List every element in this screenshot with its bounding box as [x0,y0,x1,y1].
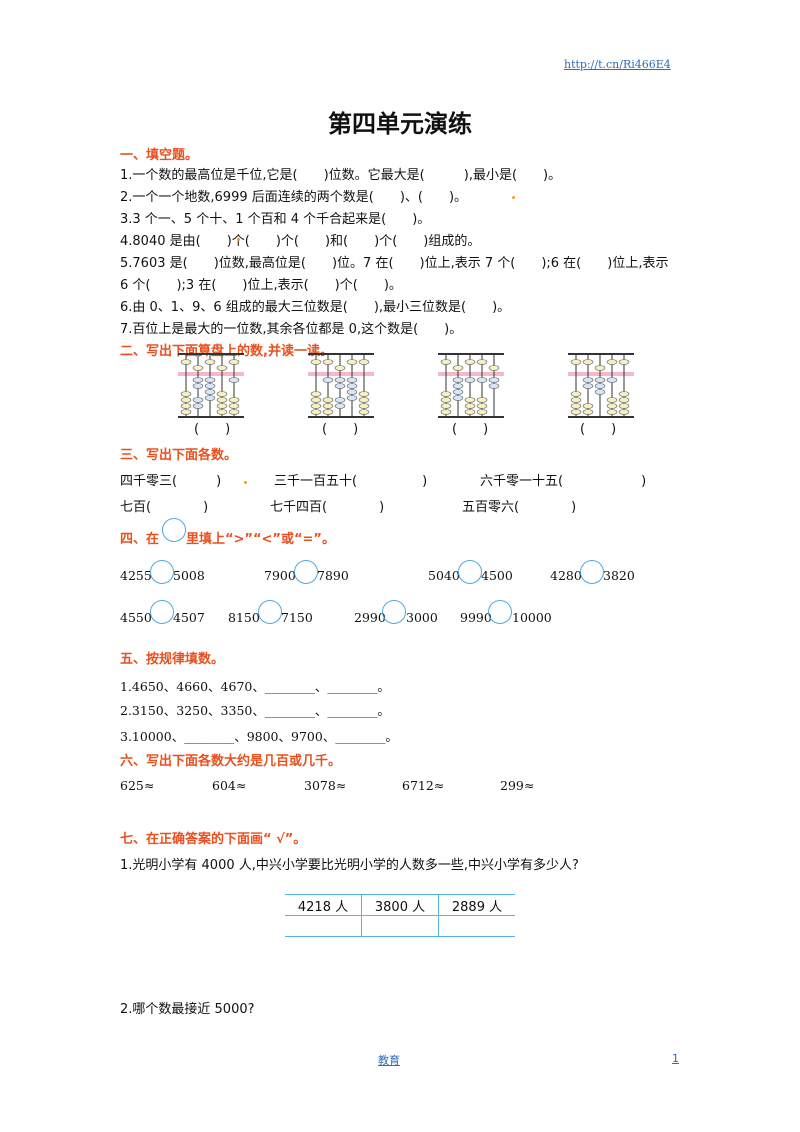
compare-right: 5008 [173,568,205,583]
compare-left: 4255 [120,568,152,583]
question-1-4: 4.8040 是由( )个( )个( )和( )个( )组成的。 [120,234,481,249]
estimate-item: 604≈ [212,778,247,793]
question-1-5b: 6 个( );3 在( )位上,表示( )个( )。 [120,278,402,293]
compare-circle[interactable] [382,600,406,624]
section-6-heading: 六、写出下面各数大约是几百或几千。 [120,754,342,769]
number-item: 七百( ) [120,500,209,515]
compare-right: 3000 [406,610,438,625]
compare-right: 7890 [317,568,349,583]
number-item: 四千零三( ) [120,474,222,489]
abacus-2-icon [308,353,374,418]
compare-circle[interactable] [150,600,174,624]
abacus-1-icon [178,353,244,418]
check-cell[interactable] [361,915,439,937]
option-cell: 3800 人 [361,894,439,916]
number-item: 三千一百五十( ) [274,474,428,489]
compare-circle[interactable] [488,600,512,624]
option-cell: 4218 人 [285,894,362,916]
section-4-heading-start: 四、在 [120,532,160,547]
question-1-7: 7.百位上是最大的一位数,其余各位都是 0,这个数是( )。 [120,322,463,337]
number-item: 七千四百( ) [270,500,385,515]
estimate-item: 6712≈ [402,778,445,793]
abacus-3-icon [438,353,504,418]
section-4-heading-end: 里填上“>”“<”或“=”。 [186,532,335,547]
question-1-2: 2.一个一个地数,6999 后面连续的两个数是( )、( )。 [120,190,468,205]
compare-right: 4500 [481,568,513,583]
sequence-2: 2.3150、3250、3350、________、________。 [120,703,390,718]
compare-right: 3820 [603,568,635,583]
header-url[interactable]: http://t.cn/Ri466E4 [564,58,671,71]
abacus-3-answer: ( ) [452,422,489,437]
abacus-4-answer: ( ) [580,422,617,437]
abacus-4-icon [568,353,634,418]
compare-circle[interactable] [258,600,282,624]
section-1-heading: 一、填空题。 [120,148,199,163]
compare-left: 8150 [228,610,260,625]
question-1-6: 6.由 0、1、9、6 组成的最大三位数是( ),最小三位数是( )。 [120,300,511,315]
compare-left: 5040 [428,568,460,583]
check-cell[interactable] [438,915,515,937]
sequence-1: 1.4650、4660、4670、________、________。 [120,679,390,694]
estimate-item: 299≈ [500,778,535,793]
estimate-item: 3078≈ [304,778,347,793]
question-1-1: 1.一个数的最高位是千位,它是( )位数。它最大是( ),最小是( )。 [120,168,562,183]
section-7-heading: 七、在正确答案的下面画“ √”。 [120,832,307,847]
compare-circle[interactable] [458,560,482,584]
section-3-heading: 三、写出下面各数。 [120,448,238,463]
answer-table: 4218 人 3800 人 2889 人 [285,894,515,937]
question-1-5a: 5.7603 是( )位数,最高位是( )位。7 在( )位上,表示 7 个( … [120,256,669,271]
table-row [285,915,515,937]
footer-link[interactable]: 教育 [378,1054,400,1067]
question-1-3: 3.3 个一、5 个十、1 个百和 4 个千合起来是( )。 [120,212,431,227]
compare-left: 9990 [460,610,492,625]
abacus-2-answer: ( ) [322,422,359,437]
question-7-2: 2.哪个数最接近 5000? [120,1002,255,1017]
question-7-1: 1.光明小学有 4000 人,中兴小学要比光明小学的人数多一些,中兴小学有多少人… [120,858,579,873]
compare-right: 4507 [173,610,205,625]
heading-circle-icon [162,518,186,542]
decorative-dot [512,196,515,199]
section-2-heading: 二、写出下面算盘上的数,并读一读。 [120,344,333,359]
compare-left: 4280 [550,568,582,583]
compare-circle[interactable] [580,560,604,584]
estimate-item: 625≈ [120,778,155,793]
compare-left: 2990 [354,610,386,625]
sequence-3: 3.10000、________、9800、9700、________。 [120,729,398,744]
compare-right: 10000 [512,610,552,625]
decorative-dot [237,238,240,241]
compare-left: 4550 [120,610,152,625]
number-item: 六千零一十五( ) [480,474,647,489]
section-5-heading: 五、按规律填数。 [120,652,225,667]
check-cell[interactable] [285,915,362,937]
abacus-1-answer: ( ) [194,422,231,437]
compare-circle[interactable] [294,560,318,584]
table-row: 4218 人 3800 人 2889 人 [285,894,515,916]
number-item: 五百零六( ) [462,500,577,515]
compare-right: 7150 [281,610,313,625]
compare-left: 7900 [264,568,296,583]
option-cell: 2889 人 [438,894,515,916]
page-number: 1 [672,1052,679,1065]
page-title: 第四单元演练 [328,110,472,138]
compare-circle[interactable] [150,560,174,584]
decorative-dot [244,481,247,484]
